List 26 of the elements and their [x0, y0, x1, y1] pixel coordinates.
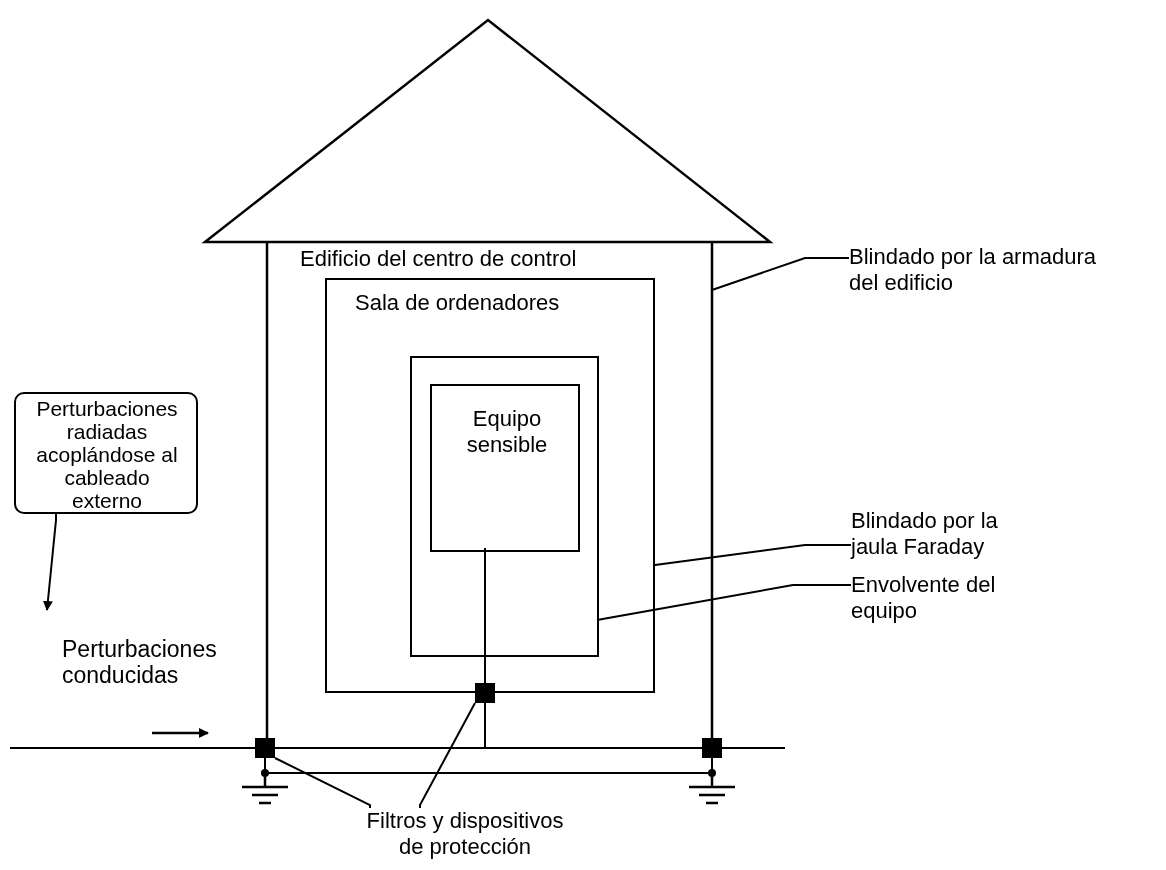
leader-line	[274, 757, 371, 809]
filter-square	[255, 738, 275, 758]
leader-line	[654, 544, 852, 566]
room-box	[325, 278, 655, 693]
building-label: Edificio del centro de control	[300, 246, 578, 272]
filter-square	[702, 738, 722, 758]
label-text: Perturbaciones conducidas	[62, 636, 218, 688]
callout-text: Filtros y dispositivos de protección	[365, 808, 565, 860]
callout-text: Blindado por la jaula Faraday	[851, 508, 999, 560]
callout-text: Envolvente del equipo	[851, 572, 997, 624]
enclosure-box	[410, 356, 599, 657]
wire	[484, 702, 486, 748]
equipment-box	[430, 384, 580, 552]
note-box	[14, 392, 198, 514]
wire	[484, 547, 486, 684]
filter-square	[475, 683, 495, 703]
leader-line	[596, 584, 852, 621]
note-text: Perturbaciones radiadas acoplándose al cableado externo	[35, 397, 179, 512]
equipment-label: Equipo sensible	[465, 406, 549, 458]
bonding-line	[264, 757, 713, 774]
room-label: Sala de ordenadores	[355, 290, 561, 316]
cable-line	[10, 747, 785, 749]
leader-line	[711, 257, 850, 291]
leader-line	[419, 702, 476, 809]
callout-text: Blindado por la armadura del edificio	[849, 244, 1098, 296]
arrow	[42, 513, 57, 611]
